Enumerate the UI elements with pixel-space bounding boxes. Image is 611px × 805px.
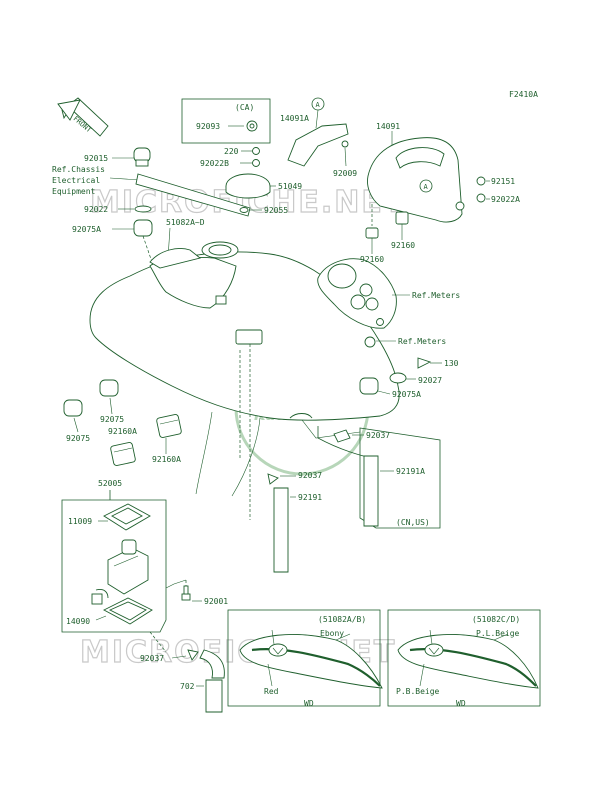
variant-2-color-top: P.L.Beige [476, 629, 520, 638]
variant-box-1: (51082A/B) Ebony Red WD [227, 609, 383, 708]
variant-1-label: WD [304, 699, 314, 708]
callout-92075-b: 92075 [66, 434, 90, 443]
front-arrow-icon: FRONT [57, 97, 109, 137]
fuel-tank [89, 241, 400, 520]
callout-a-lower: A [424, 183, 429, 191]
variant-2-color-bottom: P.B.Beige [396, 687, 440, 696]
callout-92160-left: 92160 [360, 255, 384, 264]
ref-chassis-label: Ref.Chassis [52, 165, 105, 174]
callout-92093: 92093 [196, 122, 220, 131]
callout-92075a-right: 92075A [392, 390, 421, 399]
callout-92075-a: 92075 [100, 415, 124, 424]
cnus-label: (CN,US) [396, 518, 430, 527]
ca-label: (CA) [235, 103, 254, 112]
callout-92160-right: 92160 [391, 241, 415, 250]
bolt-92001 [181, 580, 191, 601]
callout-92037-middle: 92037 [298, 471, 322, 480]
meter-assembly [317, 258, 397, 329]
callout-92037-bottom: 92037 [140, 654, 164, 663]
callout-92022: 92022 [84, 205, 108, 214]
callout-92160a-right: 92160A [152, 455, 181, 464]
callout-a-upper: A [316, 101, 321, 109]
callout-14091a: 14091A [280, 114, 309, 123]
callout-92191: 92191 [298, 493, 322, 502]
callout-14091: 14091 [376, 122, 400, 131]
callout-51049: 51049 [278, 182, 302, 191]
callout-92075a-left: 92075A [72, 225, 101, 234]
callout-92037-upper: 92037 [366, 431, 390, 440]
ref-electrical-label: Electrical [52, 176, 100, 185]
variant-box-2: (51082C/D) P.L.Beige P.B.Beige WD [387, 609, 541, 708]
grommet-92160a-left [110, 442, 136, 466]
ca-box: (CA) 92093 [181, 98, 271, 144]
variant-1-color-bottom: Red [264, 687, 279, 696]
callout-92027: 92027 [418, 376, 442, 385]
variant-1-code: (51082A/B) [318, 615, 366, 624]
callout-92055: 92055 [264, 206, 288, 215]
callout-92022b: 92022B [200, 159, 229, 168]
ref-meters-label-1: Ref.Meters [412, 291, 460, 300]
meter-cover: A [367, 137, 465, 223]
fuel-pump-gasket [103, 503, 151, 531]
cap-nut [133, 147, 151, 167]
pump-filter [103, 597, 153, 625]
callout-130: 130 [444, 359, 459, 368]
variant-1-color-top: Ebony [320, 629, 344, 638]
callout-92191a: 92191A [396, 467, 425, 476]
grommet-92160a-right [156, 414, 182, 438]
variant-2-code: (51082C/D) [472, 615, 520, 624]
callout-92015: 92015 [84, 154, 108, 163]
variant-2-label: WD [456, 699, 466, 708]
fuel-cap [225, 173, 271, 199]
callout-14090: 14090 [66, 617, 90, 626]
callout-51082a-d: 51082A~D [166, 218, 205, 227]
callout-702: 702 [180, 682, 195, 691]
callout-92009: 92009 [333, 169, 357, 178]
callout-220: 220 [224, 147, 239, 156]
fuel-pump [91, 539, 149, 605]
figure-code: F2410A [509, 90, 538, 99]
callout-52005: 52005 [98, 479, 122, 488]
ref-equipment-label: Equipment [52, 187, 96, 196]
ref-meters-label-2: Ref.Meters [398, 337, 446, 346]
callout-92160a-left: 92160A [108, 427, 137, 436]
callout-92022a: 92022A [491, 195, 520, 204]
callout-11009: 11009 [68, 517, 92, 526]
callout-92151: 92151 [491, 177, 515, 186]
callout-92001: 92001 [204, 597, 228, 606]
